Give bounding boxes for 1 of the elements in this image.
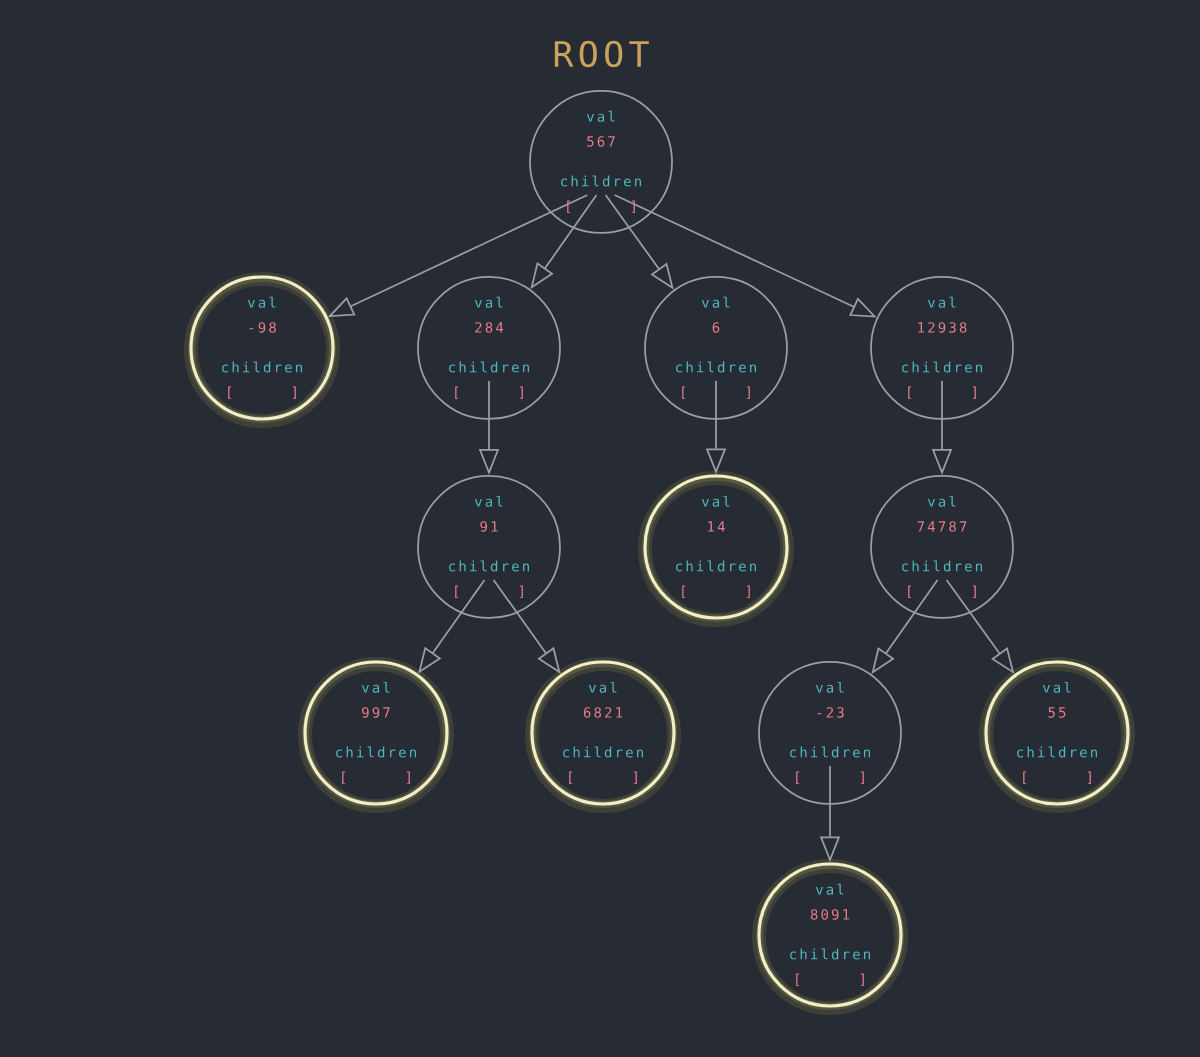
title: ROOT [554,40,649,68]
